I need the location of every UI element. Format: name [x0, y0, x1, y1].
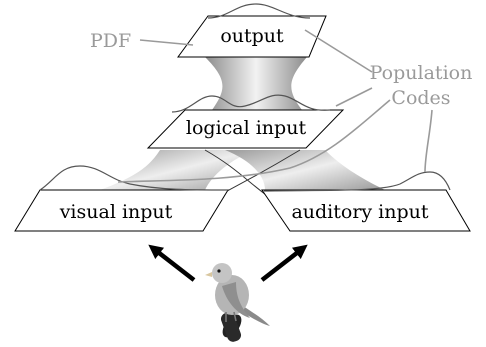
population-callout-visual [117, 99, 391, 183]
funnel-logical-to-auditory [225, 150, 385, 190]
population-callout-auditory [424, 109, 433, 173]
annotation-population-codes: Population Codes [117, 29, 473, 183]
arrow-to-auditory [260, 244, 308, 282]
bird-beak [205, 272, 212, 277]
visual-input-label: visual input [59, 201, 173, 223]
funnel-output-to-logical [205, 57, 307, 110]
bird-legs [225, 311, 237, 322]
population-callout-output [304, 29, 373, 73]
plane-output: output [177, 3, 327, 58]
arrow-to-visual [148, 244, 196, 282]
bird-illustration [205, 263, 270, 342]
annotation-pdf: PDF [90, 30, 194, 52]
population-codes-label-line1: Population [370, 62, 473, 84]
plane-visual-input: visual input [14, 165, 229, 232]
auditory-input-label: auditory input [291, 201, 428, 223]
output-label: output [220, 25, 284, 47]
plane-auditory-input: auditory input [261, 171, 471, 232]
visual-population-curve [39, 165, 229, 191]
arrows [148, 244, 308, 282]
population-callout-logical [335, 87, 373, 107]
logical-population-curve [171, 94, 331, 113]
output-pdf-curve [207, 3, 311, 19]
pdf-callout-line [139, 39, 194, 46]
pdf-label: PDF [90, 30, 131, 52]
bird-head [212, 263, 232, 283]
bird-wing [222, 282, 250, 318]
logical-input-label: logical input [186, 117, 307, 139]
auditory-population-curve [263, 171, 451, 192]
bird-tail [240, 304, 270, 326]
plane-logical-input: logical input [146, 94, 345, 149]
population-codes-label-line2: Codes [391, 87, 450, 109]
funnel-logical-to-visual [100, 150, 255, 190]
bird-eye [217, 269, 221, 273]
